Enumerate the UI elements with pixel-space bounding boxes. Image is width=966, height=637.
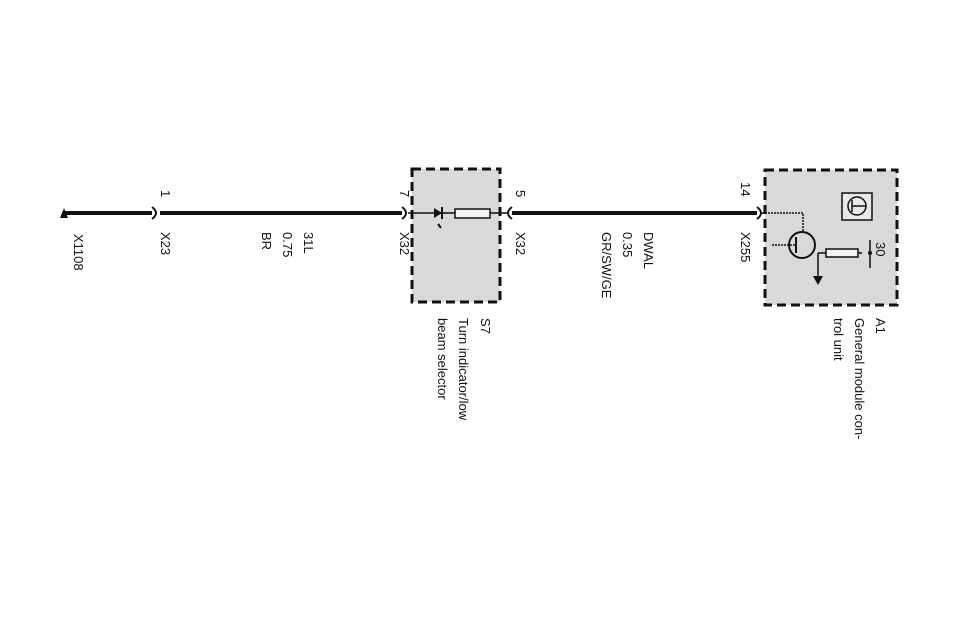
wire2-gauge: 0.35 bbox=[620, 232, 635, 257]
wire1-color: BR bbox=[259, 232, 274, 250]
resistor-icon bbox=[825, 248, 859, 258]
a1-transistor-circuit bbox=[762, 192, 873, 285]
connector-label: X23 bbox=[158, 232, 173, 255]
connector-pin: 14 bbox=[738, 182, 753, 196]
connector-label: X32 bbox=[513, 232, 528, 255]
s7-switch-symbol bbox=[408, 207, 507, 229]
connector-pin: 5 bbox=[513, 190, 528, 197]
ground-arrow-icon bbox=[813, 276, 823, 285]
a1-description: trol unit bbox=[831, 318, 846, 361]
connector-label: X32 bbox=[397, 232, 412, 255]
s7-component-box bbox=[410, 167, 502, 304]
wire1-circuit: 31L bbox=[301, 232, 316, 254]
connector-x32-in-icon bbox=[401, 206, 407, 220]
connector-pin: 7 bbox=[397, 190, 412, 197]
wire2-color: GR/SW/GE bbox=[599, 232, 614, 299]
wire2-circuit: DWAL bbox=[641, 232, 656, 269]
a1-description: General module con- bbox=[852, 318, 867, 439]
a1-terminal-label: 30 bbox=[873, 242, 888, 256]
connector-x32-out-icon bbox=[507, 206, 513, 220]
ground-terminal-icon bbox=[60, 208, 68, 218]
s7-description: Turn indicator/low bbox=[456, 318, 471, 421]
diode-icon bbox=[434, 208, 442, 218]
connector-pin: 1 bbox=[158, 190, 173, 197]
resistor-icon bbox=[454, 208, 491, 219]
connector-x255-icon bbox=[756, 206, 762, 220]
ground-label: X1108 bbox=[71, 234, 86, 271]
s7-id: S7 bbox=[478, 318, 493, 334]
connector-x23-icon bbox=[151, 206, 157, 220]
connector-label: X255 bbox=[738, 232, 753, 262]
wire1-gauge: 0.75 bbox=[280, 232, 295, 257]
a1-component-box bbox=[763, 168, 899, 307]
s7-description: beam selector bbox=[435, 318, 450, 400]
a1-id: A1 bbox=[873, 318, 888, 334]
